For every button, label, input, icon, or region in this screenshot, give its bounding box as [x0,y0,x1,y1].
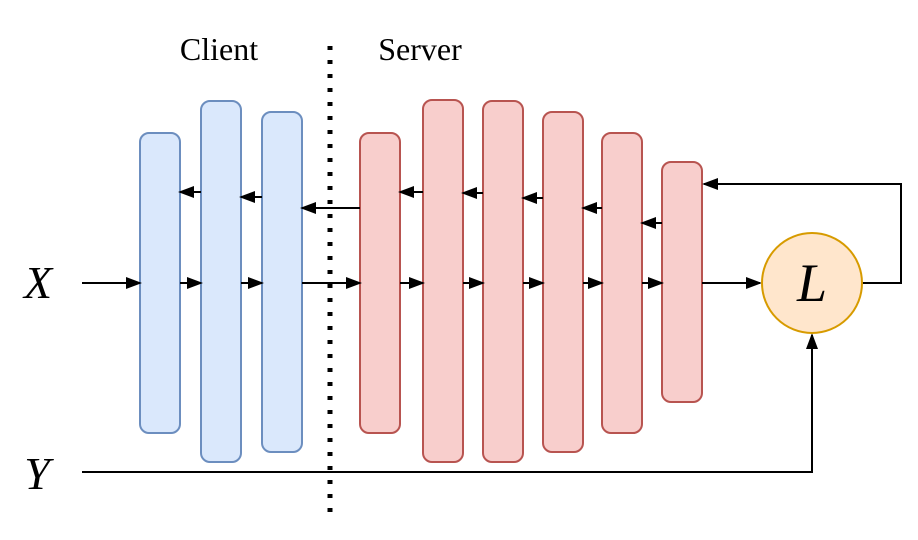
server-label: Server [378,31,462,67]
client-layer-2 [200,100,242,463]
server-layer-4 [542,111,584,453]
server-layer-3 [482,100,524,463]
server-layer-6 [661,161,703,403]
target-y-label: Y [24,448,54,499]
server-layer-1 [359,132,401,434]
client-layer-3 [261,111,303,453]
client-label: Client [180,31,258,67]
input-x-label: X [22,257,54,308]
client-layer-1 [139,132,181,434]
loss-feedback-path [702,178,902,284]
loss-l-label: L [796,253,827,313]
server-layer-5 [601,132,643,434]
loss-node [761,232,863,334]
target-input-path [82,333,818,473]
server-layer-2 [422,99,464,463]
